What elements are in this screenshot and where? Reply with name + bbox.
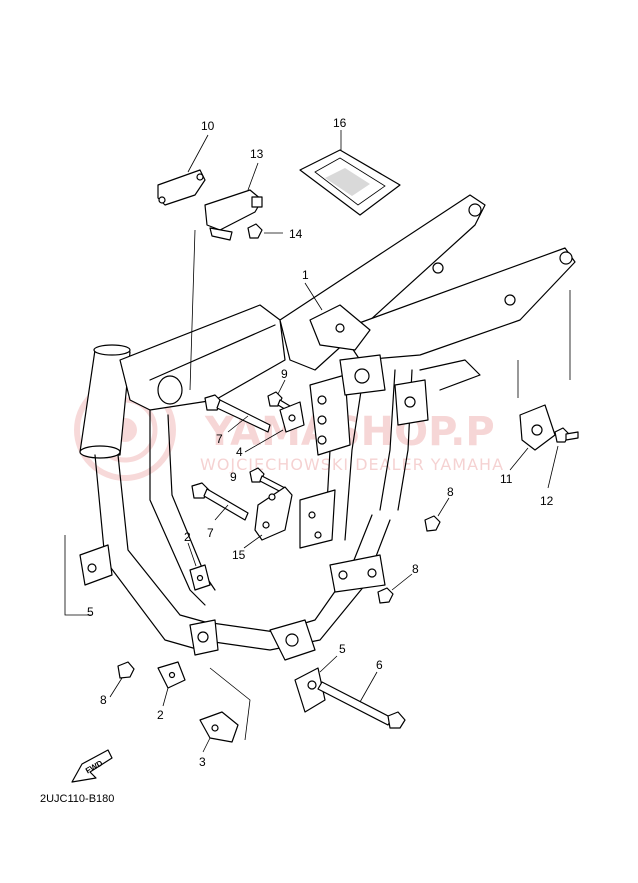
callout-cover-top: 16	[333, 116, 347, 130]
callout-bolt-small-upper: 9	[281, 367, 288, 381]
nut-right-upper-part	[424, 497, 450, 532]
clamp-top-leader	[189, 229, 196, 391]
nut-left-part	[109, 661, 135, 698]
clamp-right-part	[187, 542, 211, 591]
plate-center-part	[243, 486, 293, 549]
frame-leader	[304, 282, 323, 311]
diagram-code: 2UJC110-B180	[40, 793, 114, 805]
callout-plate-right: 5	[339, 642, 346, 656]
callout-plate-center: 15	[232, 548, 246, 562]
clamp-lower-left-part	[157, 661, 186, 707]
callout-bolt-long: 6	[376, 658, 383, 672]
callout-bracket-center: 4	[236, 445, 243, 459]
callout-bolt-upper: 7	[216, 432, 223, 446]
callout-nut-right-upper: 8	[447, 485, 454, 499]
clip-top-part	[204, 162, 263, 241]
nut-right-lower-part	[377, 573, 413, 604]
callout-nut-right-lower: 8	[412, 562, 419, 576]
clamp-bottom-part	[199, 667, 251, 753]
bolt-long-part	[317, 671, 406, 729]
bolt-clip-part	[247, 223, 283, 239]
cover-top-part	[299, 130, 401, 216]
callout-bolt-tail: 12	[540, 494, 554, 508]
callout-clamp-lower-left: 2	[157, 708, 164, 722]
fwd-arrow: FWD	[71, 749, 113, 783]
clamp-top-part	[157, 134, 209, 206]
callout-clip-top: 13	[250, 147, 264, 161]
watermark-subtitle: WOJCIECHOWSKI DEALER YAMAHA	[200, 455, 504, 474]
callout-bolt-clip: 14	[289, 227, 303, 241]
callout-clamp-right: 2	[184, 530, 191, 544]
callout-bracket-tail: 11	[500, 472, 513, 486]
callout-clamp-top: 10	[201, 119, 215, 133]
bolt-middle-part	[191, 482, 249, 521]
callout-plate-left: 5	[87, 605, 94, 619]
callout-bolt-small-middle: 9	[230, 470, 237, 484]
callout-nut-left: 8	[100, 693, 107, 707]
bracket-tail-part	[509, 290, 571, 471]
callout-frame: 1	[302, 268, 309, 282]
bolt-tail-part	[547, 427, 579, 489]
callout-bolt-middle: 7	[207, 526, 214, 540]
main-frame	[79, 194, 576, 661]
callout-clamp-bottom: 3	[199, 755, 206, 769]
bracket-center-part	[244, 401, 305, 453]
plate-right-part	[294, 655, 338, 713]
bolt-upper-part	[204, 394, 271, 433]
plate-left-part	[64, 535, 113, 616]
